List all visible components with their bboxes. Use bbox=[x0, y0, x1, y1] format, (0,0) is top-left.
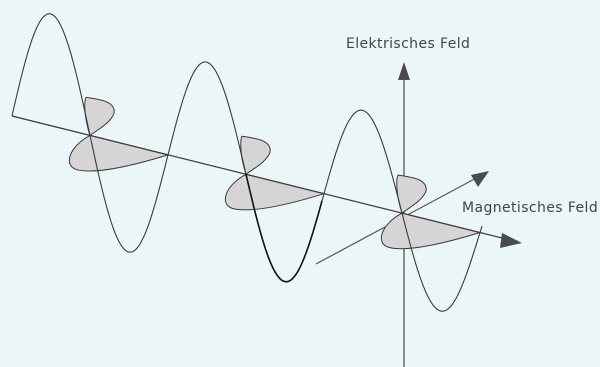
magnetic-lobe-lower bbox=[381, 213, 480, 249]
magnetic-field-wave bbox=[69, 97, 480, 248]
propagation-axis bbox=[12, 116, 510, 240]
electric-field-label: Elektrisches Feld bbox=[346, 36, 470, 52]
electric-field-arrowhead bbox=[398, 62, 410, 80]
magnetic-lobe-lower bbox=[225, 174, 324, 210]
magnetic-field-label: Magnetisches Feld bbox=[462, 200, 598, 216]
magnetic-lobe-lower bbox=[69, 135, 168, 171]
magnetic-field-arrowhead bbox=[471, 171, 489, 187]
propagation-arrowhead bbox=[500, 233, 522, 248]
